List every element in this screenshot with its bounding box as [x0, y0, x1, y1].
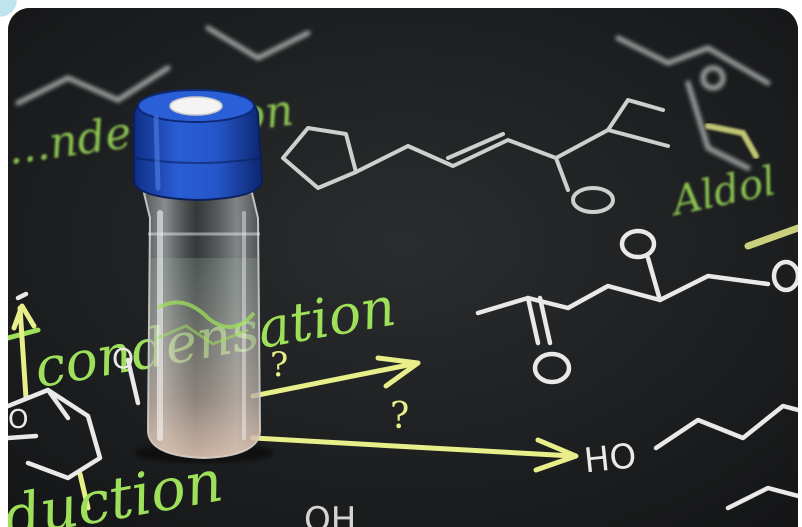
chalk-structure-ketone [475, 228, 798, 385]
yellow-arrow-top-right [705, 123, 759, 159]
chalk-label-o-left: O [8, 405, 28, 435]
chalkboard [8, 8, 798, 527]
chalk-structure-alcohol-chain [653, 403, 798, 511]
yellow-stroke-right [744, 224, 798, 250]
vial-cap [133, 89, 264, 202]
vial-liquid [148, 258, 260, 458]
question-mark-lower: ? [390, 396, 409, 437]
chalk-structure-ring-left [8, 291, 141, 481]
chalk-label-ho: HO [582, 436, 638, 481]
vial-septum [169, 96, 223, 116]
background-chalk-lines [15, 25, 771, 171]
question-mark-upper: ? [270, 345, 288, 385]
vial-refracted-chalk [156, 300, 256, 329]
chalk-label-o-ring: O [112, 342, 134, 375]
glass-vial [142, 192, 262, 460]
chalk-label-oh: OH [304, 500, 356, 527]
chalk-structure-cyclopentene [281, 98, 670, 214]
photo-illustration: ...ndensation Aldol [8, 8, 798, 527]
chemistry-photo: ...ndensation Aldol [8, 8, 798, 527]
yellow-arrows [11, 303, 579, 511]
